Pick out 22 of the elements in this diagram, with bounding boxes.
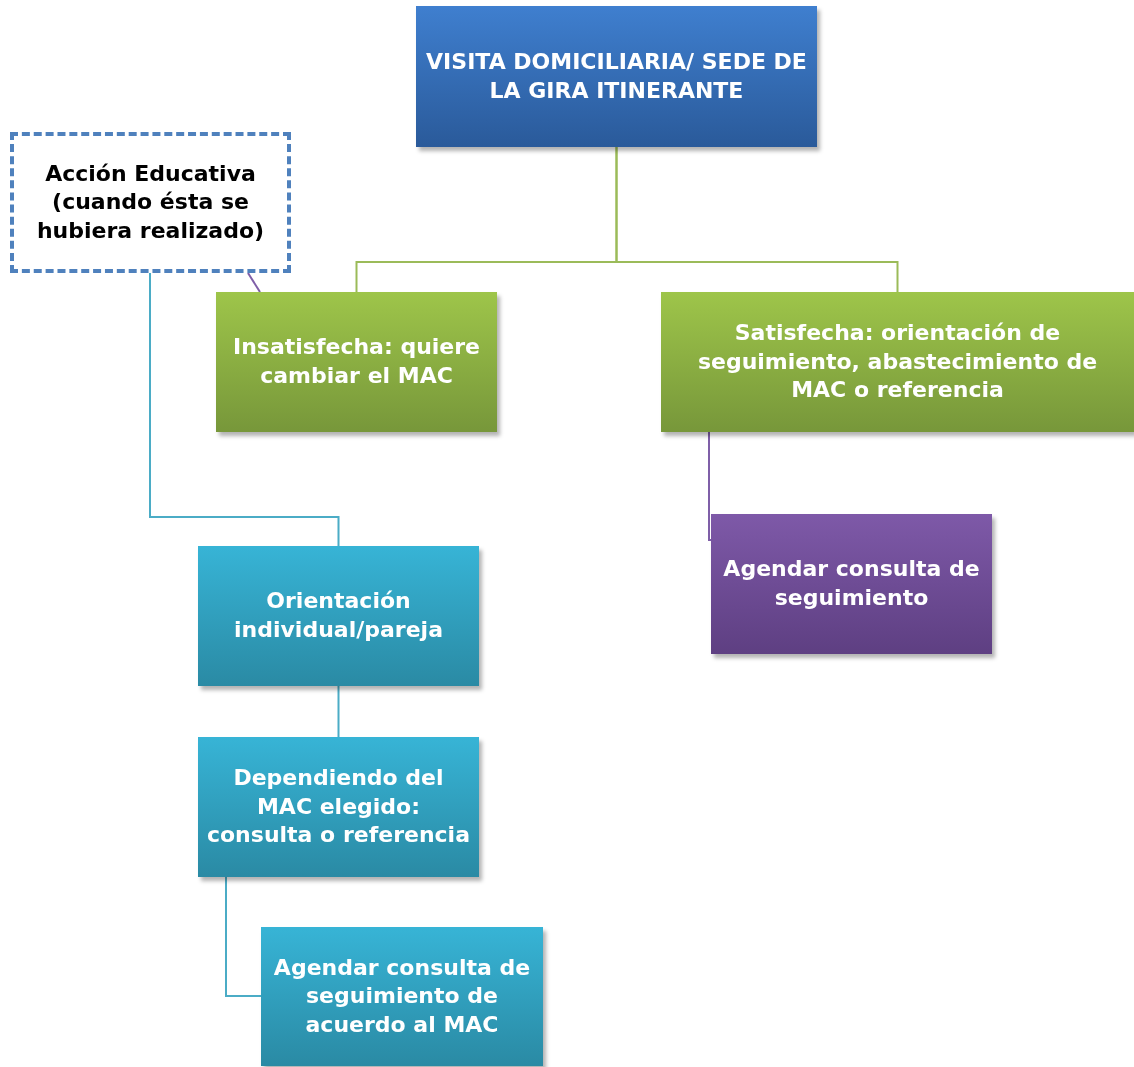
node-label: Agendar consulta de seguimiento de acuerdo al MAC <box>272 953 532 1039</box>
process-box <box>711 514 992 654</box>
process-box <box>416 6 817 147</box>
process-box <box>216 292 497 432</box>
connector-line <box>149 272 340 547</box>
process-box <box>261 927 543 1066</box>
node-label: VISITA DOMICILIARIA/ SEDE DE LA GIRA ITINERANTE <box>425 47 808 105</box>
connector-line <box>615 146 899 293</box>
node-label: Insatisfecha: quiere cambiar el MAC <box>231 333 482 390</box>
connector-line <box>337 685 340 738</box>
connector-line <box>708 431 712 541</box>
connector-line <box>247 272 261 293</box>
node-label: Acción Educativa (cuando ésta se hubiera realizado) <box>35 159 266 245</box>
node-label: Orientación individual/pareja <box>233 587 444 644</box>
dashed-box <box>10 132 291 273</box>
process-box <box>661 292 1134 432</box>
node-label: Satisfecha: orientación de seguimiento, abastecimiento de MAC o referencia <box>696 319 1099 405</box>
process-box <box>198 546 479 686</box>
connector-line <box>225 876 262 997</box>
node-label: Agendar consulta de seguimiento <box>722 555 981 612</box>
node-label: Dependiendo del MAC elegido: consulta o referencia <box>205 764 471 850</box>
process-box <box>198 737 479 877</box>
